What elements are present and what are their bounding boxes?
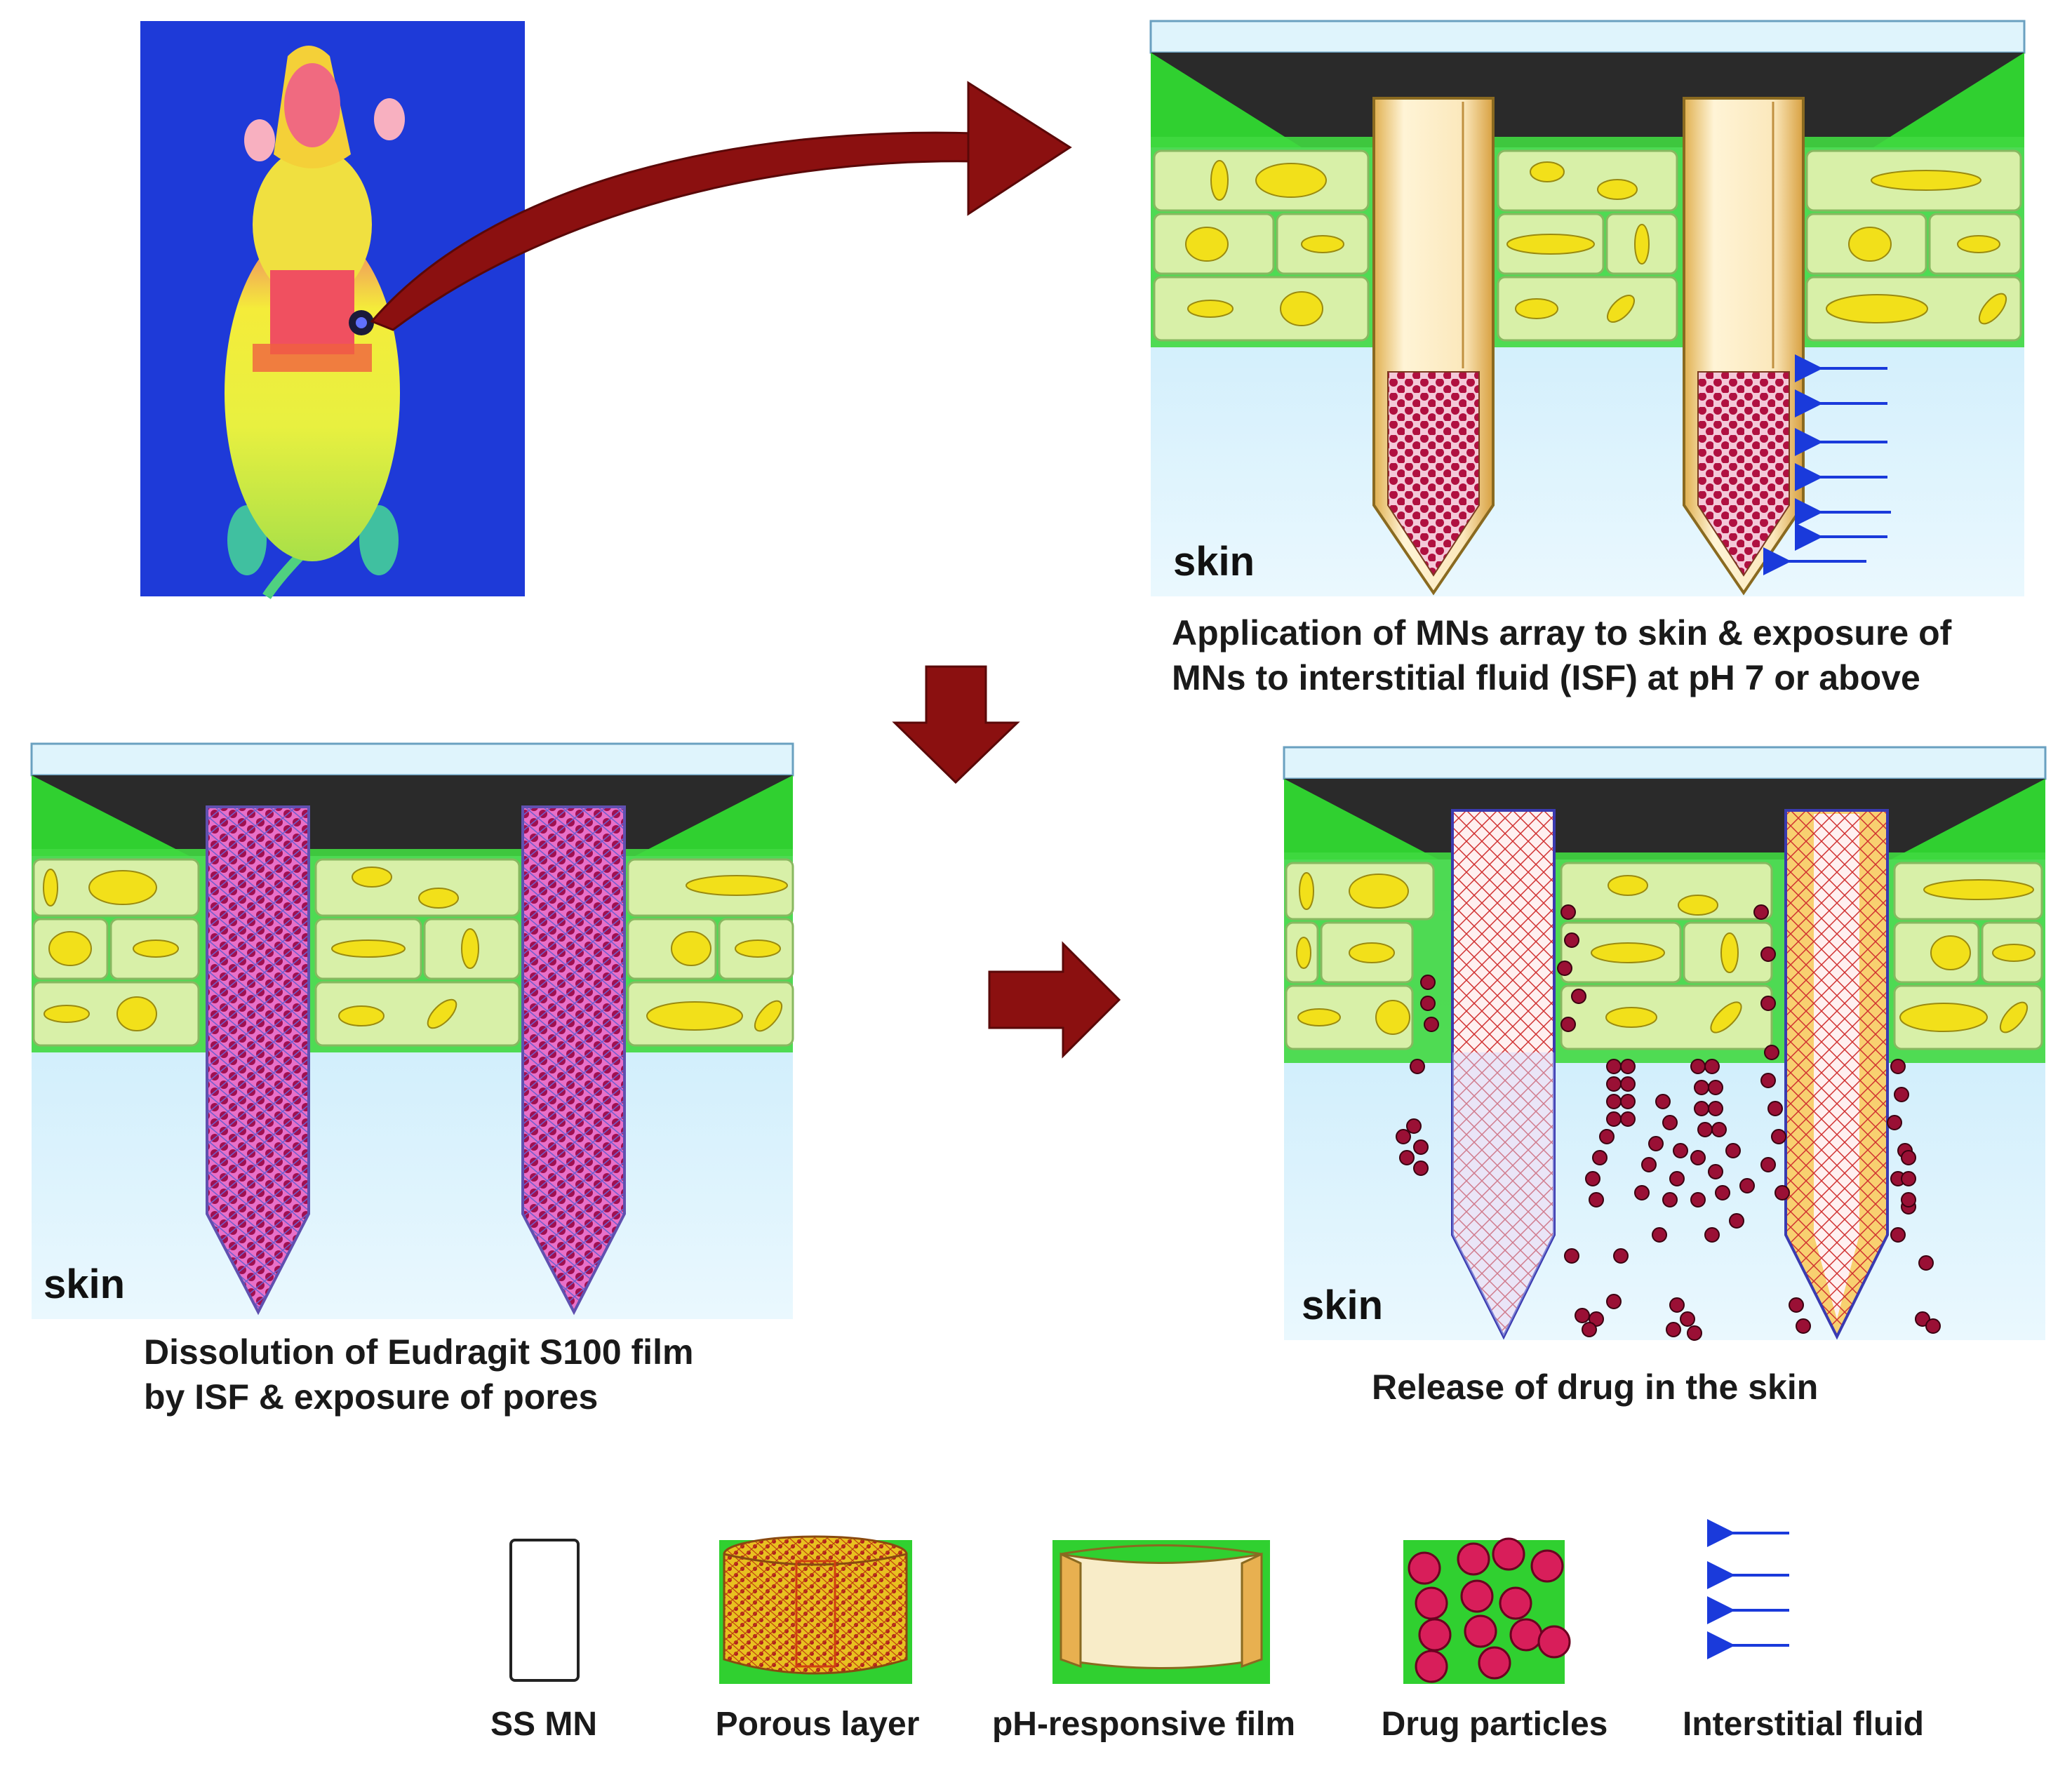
skin-cells	[32, 858, 794, 1047]
panel-dissolution: skin	[30, 742, 794, 1319]
legend-label-ph-responsive-film: pH-responsive film	[991, 1706, 1296, 1743]
caption-dissolution-line2: by ISF & exposure of pores	[144, 1377, 599, 1417]
legend-label-porous-layer: Porous layer	[715, 1706, 920, 1743]
caption-application-line1: Application of MNs array to skin & expos…	[1172, 613, 1952, 653]
right-arrow-icon	[988, 941, 1121, 1059]
panel-release: skin	[1283, 746, 2047, 1341]
caption-application-line2: MNs to interstitial fluid (ISF) at pH 7 …	[1172, 658, 1920, 697]
skin-cells	[1153, 149, 2022, 342]
skin-label: skin	[1302, 1283, 1383, 1328]
legend-label-interstitial-fluid: Interstitial fluid	[1682, 1706, 1924, 1743]
microneedle-porous	[521, 805, 626, 1316]
microneedle-coated	[1372, 97, 1495, 596]
released-drug-particles	[1396, 904, 1941, 1341]
interstitial-fluid-icon	[1707, 1519, 1789, 1659]
drug-particles-icon	[1403, 1537, 1571, 1684]
skin-label: skin	[1173, 539, 1255, 584]
ss-mn-icon	[509, 1539, 580, 1682]
panel-application: skin	[1149, 20, 2026, 596]
microneedle-coated	[1683, 97, 1805, 596]
down-arrow-icon	[892, 665, 1020, 784]
isf-arrows	[1763, 354, 1891, 575]
legend-label-drug-particles: Drug particles	[1381, 1706, 1608, 1743]
caption-dissolution-line1: Dissolution of Eudragit S100 film	[144, 1332, 694, 1372]
caption-release: Release of drug in the skin	[1372, 1367, 1819, 1407]
microneedle-releasing	[1784, 809, 1889, 1340]
microneedle-porous	[206, 805, 310, 1316]
microneedle-releasing	[1451, 809, 1556, 1340]
skin-cells	[1285, 862, 2043, 1050]
skin-label: skin	[44, 1262, 125, 1307]
rat-photo	[140, 21, 525, 599]
curved-arrow-icon	[370, 81, 1072, 331]
ph-responsive-film-icon	[1052, 1540, 1270, 1684]
legend-label-ss-mn: SS MN	[490, 1706, 597, 1743]
porous-layer-icon	[719, 1535, 912, 1684]
